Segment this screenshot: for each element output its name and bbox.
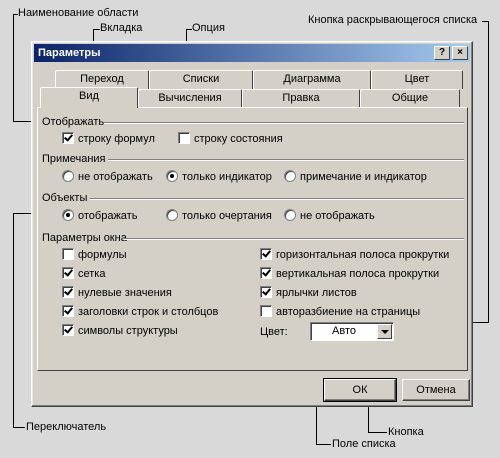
- checkbox-status-bar[interactable]: строку состояния: [178, 132, 283, 146]
- checkbox-box[interactable]: [62, 324, 74, 336]
- radio-objects-show[interactable]: отображать: [62, 209, 137, 223]
- radio-comments-indicator[interactable]: только индикатор: [166, 170, 272, 184]
- checkbox-formula-bar[interactable]: строку формул: [62, 132, 155, 146]
- checkbox-box[interactable]: [62, 132, 74, 144]
- leader-option-h: [186, 29, 192, 30]
- ok-button[interactable]: ОК: [323, 378, 397, 402]
- annotation-area-name: Наименование области: [18, 7, 139, 19]
- checkbox-label: строку состояния: [194, 133, 283, 145]
- checkbox-formulas[interactable]: формулы: [62, 248, 127, 262]
- checkbox-label: строку формул: [78, 133, 155, 145]
- help-button[interactable]: ?: [434, 46, 450, 60]
- checkbox-box[interactable]: [260, 305, 272, 317]
- radio-label: только очертания: [182, 210, 272, 222]
- checkbox-auto-page-breaks[interactable]: авторазбиение на страницы: [260, 305, 420, 319]
- checkbox-box[interactable]: [62, 286, 74, 298]
- radio-circle[interactable]: [62, 209, 74, 221]
- checkbox-label: вертикальная полоса прокрутки: [276, 268, 440, 280]
- group-window-title: Параметры окна: [42, 232, 127, 244]
- group-window-divider: [124, 238, 464, 240]
- radio-circle[interactable]: [166, 209, 178, 221]
- checkbox-box[interactable]: [260, 286, 272, 298]
- checkbox-label: нулевые значения: [78, 287, 172, 299]
- radio-label: отображать: [78, 210, 138, 222]
- checkbox-label: формулы: [78, 249, 127, 261]
- group-comments-divider: [108, 159, 464, 161]
- group-comments-title: Примечания: [42, 153, 106, 165]
- annotation-tab: Вкладка: [100, 22, 143, 34]
- radio-objects-outline[interactable]: только очертания: [166, 209, 272, 223]
- checkbox-vertical-scroll[interactable]: вертикальная полоса прокрутки: [260, 267, 439, 281]
- checkbox-horizontal-scroll[interactable]: горизонтальная полоса прокрутки: [260, 248, 449, 262]
- checkbox-zero-values[interactable]: нулевые значения: [62, 286, 172, 300]
- annotation-option: Опция: [192, 22, 225, 34]
- checkbox-gridlines[interactable]: сетка: [62, 267, 105, 281]
- color-combobox[interactable]: Авто: [310, 322, 394, 341]
- tab-calculation[interactable]: Вычисления: [138, 89, 242, 108]
- tab-lists[interactable]: Списки: [149, 70, 253, 89]
- tab-color[interactable]: Цвет: [371, 70, 463, 89]
- leader-dropdown-h1: [482, 21, 489, 22]
- tab-panel-view: Отображать строку формул строку состояни…: [37, 107, 468, 371]
- checkbox-box[interactable]: [62, 267, 74, 279]
- tab-transition[interactable]: Переход: [55, 70, 149, 89]
- checkbox-label: ярлычки листов: [276, 287, 357, 299]
- checkbox-outline-symbols[interactable]: символы структуры: [62, 324, 178, 338]
- radio-circle[interactable]: [284, 209, 296, 221]
- title-bar: Параметры ? ×: [34, 44, 470, 62]
- group-objects-divider: [90, 198, 464, 200]
- options-dialog: Параметры ? × Переход Списки Диаграмма Ц…: [31, 41, 473, 407]
- tab-edit[interactable]: Правка: [242, 89, 360, 108]
- leader-list-h: [316, 444, 331, 445]
- color-label: Цвет:: [260, 326, 288, 338]
- checkbox-box[interactable]: [62, 248, 74, 260]
- radio-label: не отображать: [300, 210, 375, 222]
- checkbox-headers[interactable]: заголовки строк и столбцов: [62, 305, 218, 319]
- radio-circle[interactable]: [284, 170, 296, 182]
- radio-objects-hide[interactable]: не отображать: [284, 209, 375, 223]
- checkbox-box[interactable]: [260, 267, 272, 279]
- leader-tab-h: [93, 29, 100, 30]
- leader-radio-v: [13, 213, 14, 428]
- checkbox-box[interactable]: [62, 305, 74, 317]
- checkbox-label: заголовки строк и столбцов: [78, 306, 219, 318]
- radio-circle[interactable]: [62, 170, 74, 182]
- radio-comments-full[interactable]: примечание и индикатор: [284, 170, 427, 184]
- dialog-title: Параметры: [38, 47, 101, 59]
- checkbox-box[interactable]: [178, 132, 190, 144]
- leader-dropdown-v: [488, 21, 489, 323]
- tab-chart[interactable]: Диаграмма: [253, 70, 371, 89]
- group-display-title: Отображать: [42, 116, 105, 128]
- close-icon[interactable]: ×: [452, 46, 468, 60]
- tab-general[interactable]: Общие: [360, 89, 460, 108]
- checkbox-label: горизонтальная полоса прокрутки: [276, 249, 450, 261]
- checkbox-box[interactable]: [260, 248, 272, 260]
- checkbox-sheet-tabs[interactable]: ярлычки листов: [260, 286, 357, 300]
- radio-label: только индикатор: [182, 171, 272, 183]
- color-combobox-value[interactable]: Авто: [332, 325, 356, 337]
- annotation-radio-button: Переключатель: [26, 421, 107, 433]
- group-display-divider: [104, 122, 464, 124]
- leader-button-v: [368, 393, 369, 433]
- leader-area-h1: [13, 14, 18, 15]
- radio-comments-none[interactable]: не отображать: [62, 170, 153, 184]
- radio-label: не отображать: [78, 171, 153, 183]
- group-objects-title: Объекты: [42, 192, 88, 204]
- annotation-dropdown-button: Кнопка раскрывающегося списка: [308, 14, 478, 26]
- leader-radio-h2: [13, 427, 25, 428]
- leader-button-h: [368, 432, 387, 433]
- checkbox-label: символы структуры: [78, 325, 178, 337]
- chevron-down-icon[interactable]: [377, 324, 392, 339]
- radio-circle[interactable]: [166, 170, 178, 182]
- annotation-button: Кнопка: [388, 426, 424, 438]
- annotation-list-field: Поле списка: [332, 438, 396, 450]
- cancel-button[interactable]: Отмена: [402, 379, 470, 401]
- leader-area-v: [13, 14, 14, 122]
- checkbox-label: сетка: [78, 268, 106, 280]
- checkbox-label: авторазбиение на страницы: [276, 306, 421, 318]
- tab-view[interactable]: Вид: [40, 87, 138, 108]
- radio-label: примечание и индикатор: [300, 171, 427, 183]
